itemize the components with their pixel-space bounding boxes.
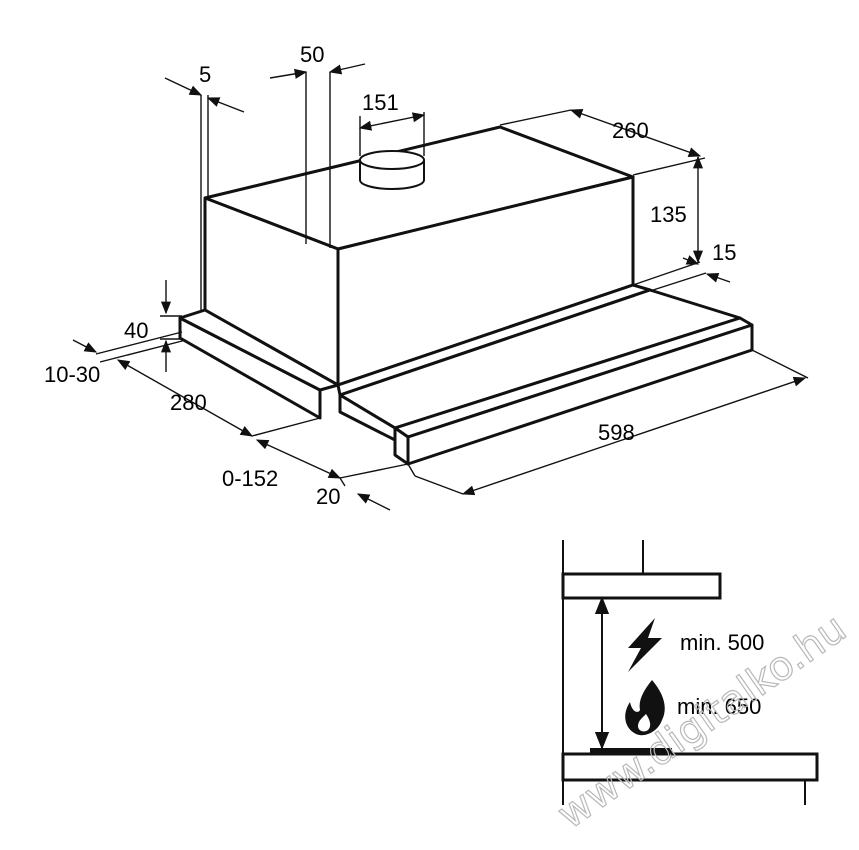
dim-label-0-152: 0-152 xyxy=(222,466,278,491)
gas-clearance-label: min. 650 xyxy=(677,694,761,719)
dim-label-15: 15 xyxy=(712,240,736,265)
dim-label-5: 5 xyxy=(199,62,211,87)
hood-body xyxy=(203,125,635,387)
dim-label-598: 598 xyxy=(598,420,635,445)
lightning-bolt-icon xyxy=(628,618,662,672)
flame-icon xyxy=(625,680,665,736)
dim-label-50: 50 xyxy=(300,42,324,67)
dimension-labels: 5 50 151 260 135 15 40 10-30 280 598 0-1… xyxy=(44,42,736,509)
clearance-diagram: min. 500 min. 650 xyxy=(561,540,819,805)
duct-outlet xyxy=(359,150,425,190)
dim-label-40: 40 xyxy=(124,318,148,343)
dim-label-135: 135 xyxy=(650,202,687,227)
dim-label-10-30: 10-30 xyxy=(44,362,100,387)
hood-base-frame xyxy=(178,283,652,420)
dim-label-151: 151 xyxy=(362,90,399,115)
electric-clearance-label: min. 500 xyxy=(680,630,764,655)
dim-label-20: 20 xyxy=(316,484,340,509)
dimension-lines xyxy=(72,63,809,511)
dim-label-260: 260 xyxy=(612,118,649,143)
dim-label-280: 280 xyxy=(170,390,207,415)
